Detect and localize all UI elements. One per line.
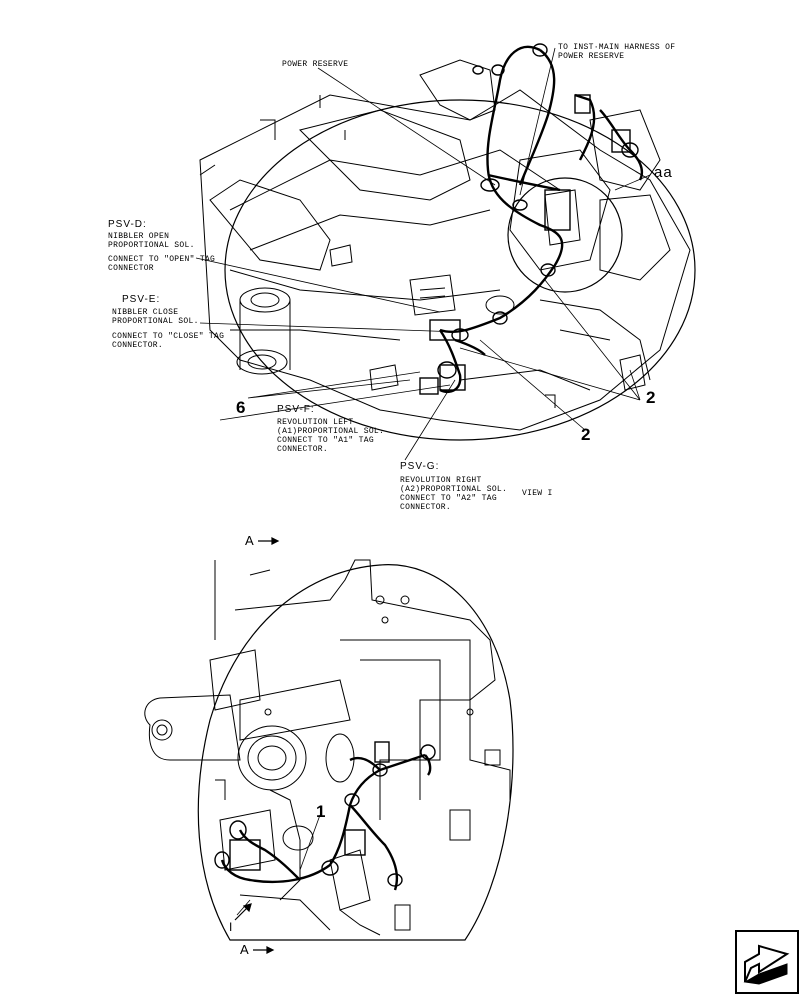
- label-view-i: VIEW I: [522, 489, 553, 498]
- label-psv-d-connect: CONNECT TO "OPEN" TAG CONNECTOR: [108, 255, 216, 273]
- bottom-leader-lines: [236, 814, 321, 916]
- callout-1: 1: [316, 802, 326, 821]
- label-psv-f-desc: REVOLUTION LEFT (A1)PROPORTIONAL SOL. CO…: [277, 418, 385, 454]
- label-psv-f-title: PSV-F:: [277, 404, 315, 415]
- label-psv-g-connect: CONNECT TO "A2" TAG CONNECTOR.: [400, 494, 497, 512]
- callout-2-mid: 2: [581, 425, 591, 444]
- label-psv-e-connect: CONNECT TO "CLOSE" TAG CONNECTOR.: [112, 332, 225, 350]
- label-section-a-bottom: A: [240, 942, 250, 957]
- label-psv-d-title: PSV-D:: [108, 219, 147, 230]
- bottom-harness-connectors: [214, 741, 436, 887]
- callout-2-right: 2: [646, 388, 656, 407]
- section-arrows: [234, 537, 280, 954]
- bottom-harness-wires: [220, 753, 432, 891]
- label-psv-g-title: PSV-G:: [400, 461, 440, 472]
- next-page-arrow-icon: [743, 944, 790, 985]
- detail-circle-aa: [507, 177, 623, 293]
- label-view-marker-i: I: [229, 920, 234, 934]
- label-power-reserve: POWER RESERVE: [282, 60, 349, 69]
- top-leader-lines: [195, 47, 651, 461]
- label-psv-e-title: PSV-E:: [122, 294, 161, 305]
- next-page-button[interactable]: [735, 930, 799, 994]
- label-to-inst-main-harness: TO INST·MAIN HARNESS OF POWER RESERVE: [558, 43, 676, 61]
- upper-frame: [199, 59, 696, 441]
- top-harness-connectors: [419, 43, 639, 395]
- top-harness-wires: [439, 45, 644, 394]
- label-psv-g-desc: REVOLUTION RIGHT (A2)PROPORTIONAL SOL.: [400, 476, 508, 494]
- label-psv-d-desc: NIBBLER OPEN PROPORTIONAL SOL.: [108, 232, 195, 250]
- callout-6: 6: [236, 398, 246, 417]
- bottom-frame: [144, 559, 514, 941]
- label-psv-e-desc: NIBBLER CLOSE PROPORTIONAL SOL.: [112, 308, 199, 326]
- label-detail-aa: aa: [654, 164, 673, 181]
- label-section-a-top: A: [245, 533, 255, 548]
